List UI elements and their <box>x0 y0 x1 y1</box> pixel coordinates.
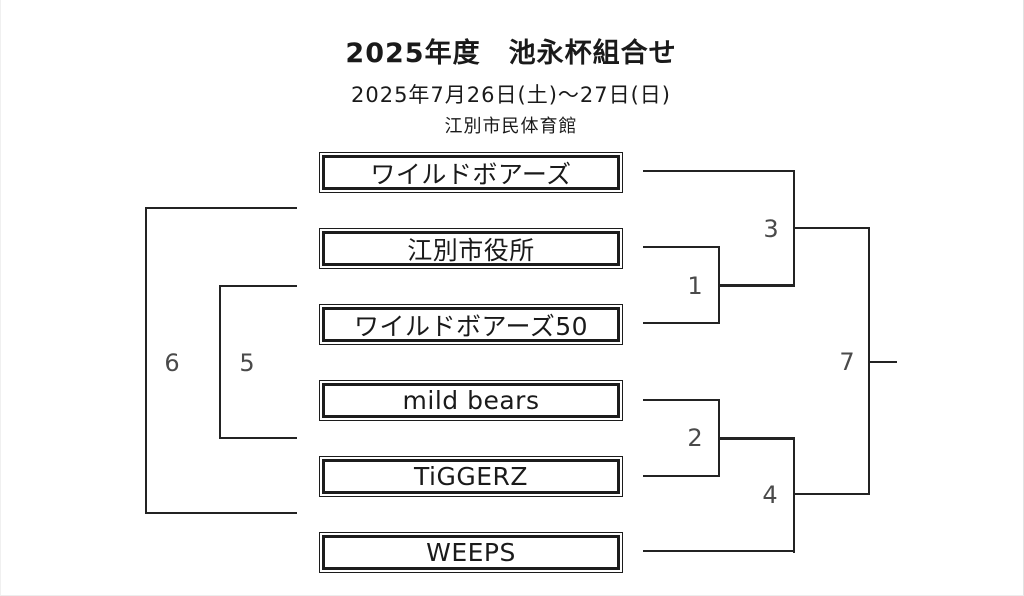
team-name: 江別市役所 <box>407 235 535 265</box>
team-box: 江別市役所 <box>319 228 623 269</box>
team-name: ワイルドボアーズ <box>370 159 572 189</box>
team-box-frame: 江別市役所 <box>322 231 620 266</box>
bracket-line <box>793 227 870 229</box>
page-title: 2025年度 池永杯組合せ <box>345 38 677 69</box>
bracket-line <box>793 437 795 553</box>
team-box: WEEPS <box>319 532 623 573</box>
team-box-frame: ワイルドボアーズ50 <box>322 307 620 342</box>
champion-line <box>868 361 897 363</box>
bracket-line <box>643 170 794 172</box>
header: 2025年度 池永杯組合せ 2025年7月26日(土)～27日(日) 江別市民体… <box>1 38 1021 138</box>
team-box: ワイルドボアーズ50 <box>319 304 623 345</box>
team-box: mild bears <box>319 380 623 421</box>
bracket-line <box>793 493 870 495</box>
bracket-line <box>145 207 147 514</box>
bracket-line <box>643 246 720 248</box>
team-box-frame: WEEPS <box>322 535 620 570</box>
bracket-line <box>219 437 297 439</box>
team-box: ワイルドボアーズ <box>319 152 623 193</box>
match-number-4: 4 <box>762 481 778 509</box>
bracket-line <box>718 284 795 287</box>
team-box-frame: mild bears <box>322 383 620 418</box>
match-number-2: 2 <box>687 424 703 452</box>
team-name: WEEPS <box>426 538 516 567</box>
bracket-line <box>643 475 720 477</box>
team-name: ワイルドボアーズ50 <box>353 311 589 341</box>
match-number-7: 7 <box>839 348 855 376</box>
match-number-6: 6 <box>164 349 180 377</box>
bracket-line <box>643 550 795 552</box>
event-dates: 2025年7月26日(土)～27日(日) <box>350 83 672 108</box>
team-box: TiGGERZ <box>319 456 623 497</box>
match-number-5: 5 <box>239 349 255 377</box>
match-number-3: 3 <box>763 215 779 243</box>
bracket-line <box>219 285 221 439</box>
team-box-frame: ワイルドボアーズ <box>322 155 620 190</box>
bracket-line <box>219 285 297 287</box>
bracket-line <box>145 512 297 514</box>
team-box-frame: TiGGERZ <box>322 459 620 494</box>
event-venue: 江別市民体育館 <box>444 116 578 138</box>
team-name: mild bears <box>402 386 540 415</box>
bracket-line <box>718 437 795 440</box>
team-name: TiGGERZ <box>414 462 528 491</box>
match-number-1: 1 <box>687 272 703 300</box>
bracket-line <box>643 322 720 324</box>
bracket-line <box>145 207 297 209</box>
bracket-line <box>643 399 720 401</box>
